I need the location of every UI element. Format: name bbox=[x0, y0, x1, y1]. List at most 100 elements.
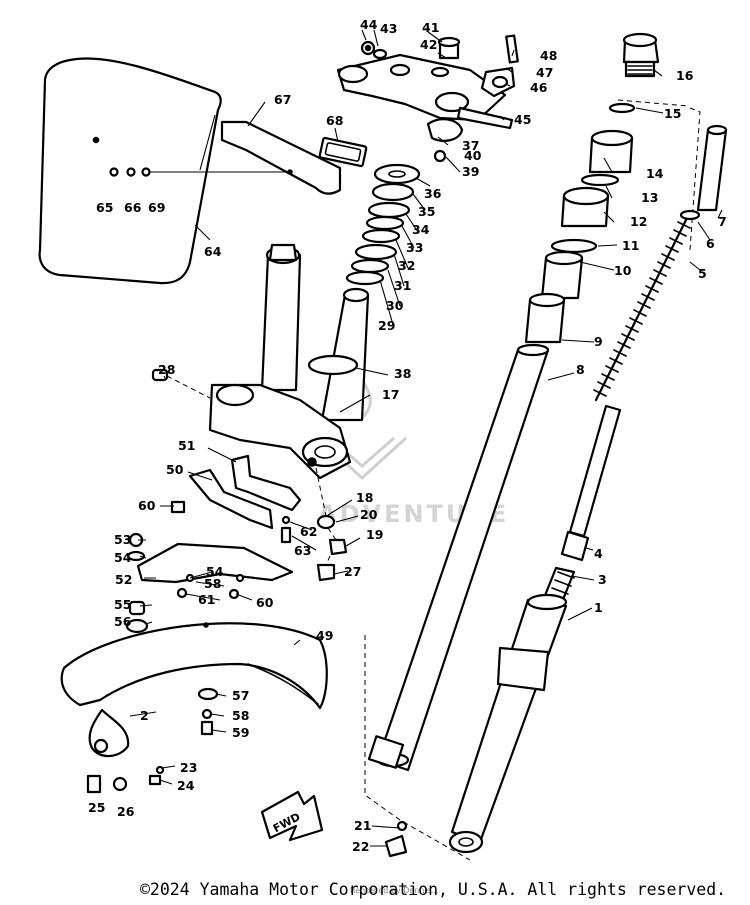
license-plate-assembly bbox=[38, 57, 368, 285]
callout-68: 68 bbox=[326, 113, 343, 128]
callout-61: 61 bbox=[198, 592, 215, 607]
forward-arrow: FWD bbox=[260, 790, 324, 842]
callout-9: 9 bbox=[594, 334, 603, 349]
callout-14: 14 bbox=[646, 166, 664, 181]
callout-11: 11 bbox=[622, 238, 639, 253]
callout-45: 45 bbox=[514, 112, 531, 127]
callout-50: 50 bbox=[166, 462, 184, 477]
callout-47: 47 bbox=[536, 65, 553, 80]
fork-spring bbox=[594, 218, 688, 402]
callout-5: 5 bbox=[698, 266, 707, 281]
upper-bracket bbox=[336, 53, 507, 122]
callout-54b: 54 bbox=[206, 564, 224, 579]
callout-26: 26 bbox=[117, 804, 135, 819]
callout-42: 42 bbox=[420, 37, 437, 52]
stem-nut bbox=[373, 163, 421, 185]
clip bbox=[550, 238, 598, 254]
callout-22: 22 bbox=[352, 839, 369, 854]
clamp-bolt bbox=[426, 118, 464, 142]
callout-21: 21 bbox=[354, 818, 371, 833]
callout-46: 46 bbox=[530, 80, 548, 95]
callout-4: 4 bbox=[594, 546, 603, 561]
callout-35: 35 bbox=[418, 204, 435, 219]
callout-32: 32 bbox=[398, 258, 415, 273]
cover bbox=[136, 542, 294, 584]
callout-41: 41 bbox=[422, 20, 439, 35]
plug bbox=[151, 368, 169, 382]
callout-29: 29 bbox=[378, 318, 395, 333]
callout-33: 33 bbox=[406, 240, 423, 255]
callout-58: 58 bbox=[204, 576, 221, 591]
under-bracket-assembly bbox=[151, 243, 370, 582]
callout-6: 6 bbox=[706, 236, 715, 251]
bracket bbox=[188, 468, 274, 530]
license-bracket bbox=[220, 120, 342, 195]
fork-tube-left bbox=[260, 253, 302, 392]
upper-bracket-assembly bbox=[336, 34, 519, 286]
callout-20: 20 bbox=[360, 507, 378, 522]
callout-18: 18 bbox=[356, 490, 373, 505]
cap-bolt bbox=[268, 243, 298, 262]
outer-tube bbox=[450, 598, 568, 844]
callout-30: 30 bbox=[386, 298, 404, 313]
callout-13: 13 bbox=[641, 190, 658, 205]
callout-55: 55 bbox=[114, 597, 131, 612]
callout-3: 3 bbox=[598, 572, 607, 587]
watermark-credit: Rendered by Dennis... bbox=[350, 886, 439, 895]
headlight-bracket-assembly bbox=[125, 454, 302, 634]
callout-38: 38 bbox=[394, 366, 411, 381]
o-ring bbox=[608, 102, 636, 114]
callout-60: 60 bbox=[138, 498, 156, 513]
callout-64: 64 bbox=[204, 244, 222, 259]
headlight-stay bbox=[230, 454, 302, 512]
pinch-bolt bbox=[456, 106, 514, 130]
callout-10: 10 bbox=[614, 263, 632, 278]
callout-53: 53 bbox=[114, 532, 131, 547]
callout-62: 62 bbox=[300, 524, 317, 539]
callout-43: 43 bbox=[380, 21, 397, 36]
leader-lines bbox=[129, 29, 723, 847]
bearing-race bbox=[365, 215, 405, 231]
callout-66: 66 bbox=[124, 200, 142, 215]
callout-25: 25 bbox=[88, 800, 105, 815]
callout-60b: 60 bbox=[256, 595, 274, 610]
callout-44: 44 bbox=[360, 17, 378, 32]
callout-27: 27 bbox=[344, 564, 361, 579]
callout-58b: 58 bbox=[232, 708, 249, 723]
callout-67: 67 bbox=[274, 92, 291, 107]
callout-17: 17 bbox=[382, 387, 399, 402]
callout-1: 1 bbox=[594, 600, 603, 615]
callout-40: 40 bbox=[464, 148, 482, 163]
callout-39: 39 bbox=[462, 164, 479, 179]
callout-52: 52 bbox=[115, 572, 132, 587]
callout-37: 37 bbox=[462, 138, 479, 153]
callout-12: 12 bbox=[630, 214, 647, 229]
callout-51: 51 bbox=[178, 438, 195, 453]
callout-34: 34 bbox=[412, 222, 430, 237]
callout-7: 7 bbox=[718, 214, 727, 229]
callout-56: 56 bbox=[114, 614, 132, 629]
front-fender-assembly bbox=[60, 622, 328, 794]
copyright-text: ©2024 Yamaha Motor Corporation, U.S.A. A… bbox=[140, 880, 727, 899]
front-fender bbox=[60, 622, 328, 710]
callout-36: 36 bbox=[424, 186, 442, 201]
callout-65: 65 bbox=[96, 200, 113, 215]
callout-49: 49 bbox=[316, 628, 333, 643]
callout-23: 23 bbox=[180, 760, 197, 775]
callout-labels: 1 2 3 4 5 6 7 8 9 10 11 12 13 14 15 16 1… bbox=[88, 17, 727, 854]
callout-16: 16 bbox=[676, 68, 694, 83]
callout-59: 59 bbox=[232, 725, 249, 740]
license-gasket bbox=[318, 136, 368, 168]
collar bbox=[696, 128, 728, 212]
dust-seal bbox=[307, 354, 359, 376]
callout-48: 48 bbox=[540, 48, 557, 63]
callout-63: 63 bbox=[294, 543, 311, 558]
callout-57: 57 bbox=[232, 688, 249, 703]
callout-15: 15 bbox=[664, 106, 681, 121]
callout-69: 69 bbox=[148, 200, 165, 215]
callout-54: 54 bbox=[114, 550, 132, 565]
callout-19: 19 bbox=[366, 527, 383, 542]
callout-24: 24 bbox=[177, 778, 195, 793]
callout-8: 8 bbox=[576, 362, 585, 377]
